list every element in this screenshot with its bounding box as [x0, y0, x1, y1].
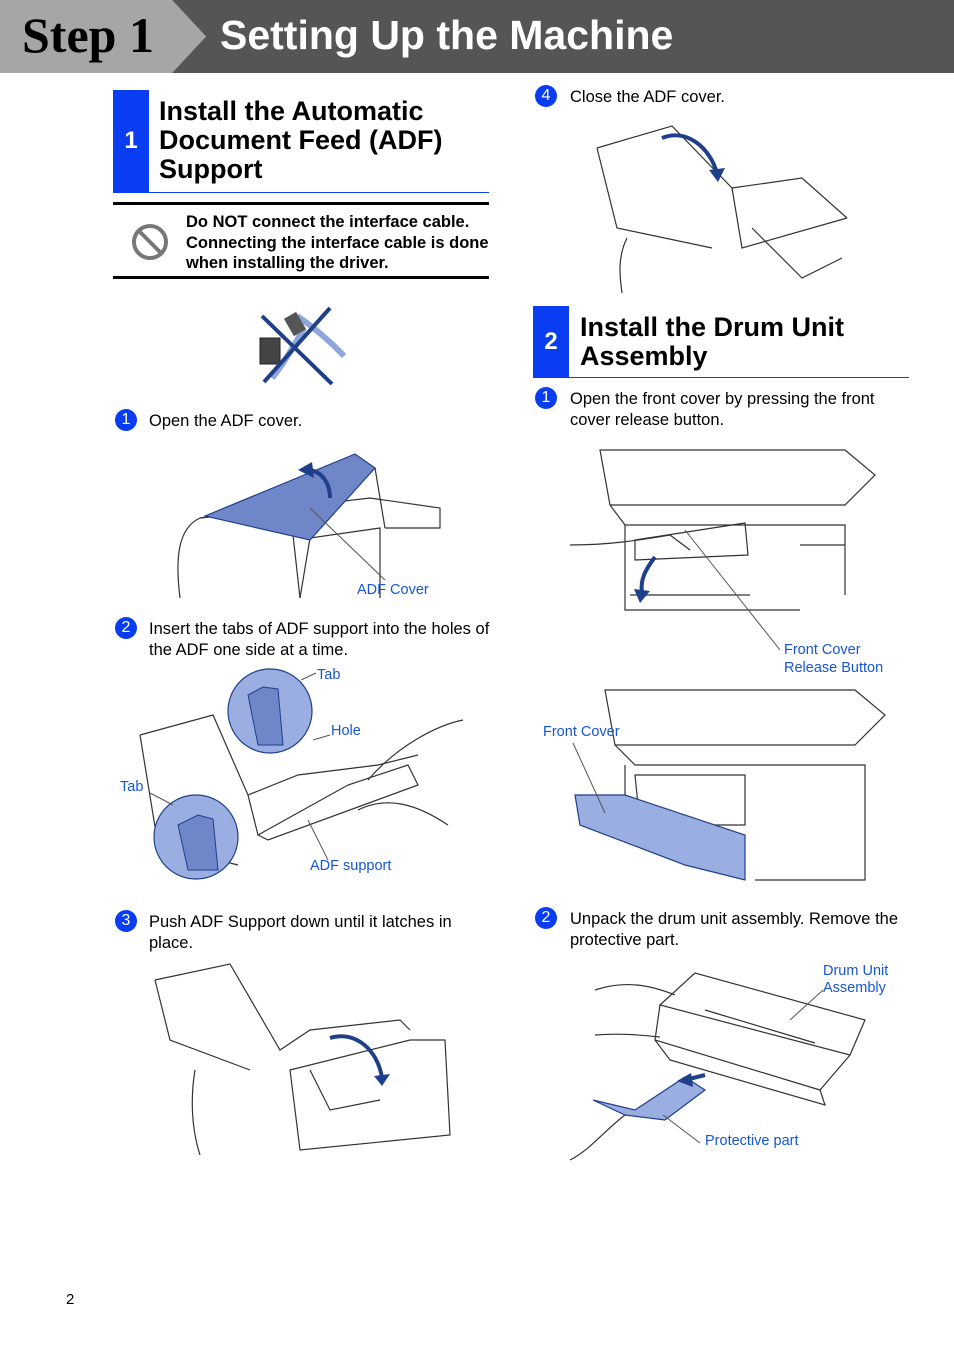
step-bullet-4: 4 — [535, 85, 557, 107]
page-title: Setting Up the Machine — [220, 12, 674, 58]
step-bullet-2: 2 — [115, 617, 137, 639]
callout-adf-support: ADF support — [310, 858, 392, 874]
adf-cover-open-illustration — [177, 453, 441, 599]
callout-hole: Hole — [331, 723, 361, 739]
warning-top-rule — [113, 202, 489, 205]
callout-adf-cover: ADF Cover — [357, 582, 429, 598]
callout-front-cover: Front Cover — [543, 724, 620, 740]
page-number: 2 — [66, 1291, 75, 1308]
section-2-title: Install the Drum Unit Assembly — [580, 312, 845, 371]
callout-tab-left: Tab — [120, 779, 144, 795]
prohibited-icon — [132, 224, 168, 260]
adf-support-insert-illustration — [139, 668, 464, 880]
step-bullet-2-1: 1 — [535, 387, 557, 409]
callout-protective-part: Protective part — [705, 1133, 799, 1149]
step-text-open-adf: Open the ADF cover. — [149, 412, 303, 430]
callout-front-cover-release-1: Front Cover — [784, 642, 861, 658]
section-1-title: Install the Automatic Document Feed (ADF… — [159, 96, 443, 184]
step-label: Step 1 — [22, 7, 154, 63]
step-text-insert-tabs: Insert the tabs of ADF support into the … — [149, 620, 490, 659]
section-2-rule — [533, 377, 909, 378]
step-text-open-front-cover: Open the front cover by pressing the fro… — [570, 390, 875, 429]
section-1-number: 1 — [113, 90, 149, 192]
section-1-rule — [113, 192, 489, 193]
front-cover-release-illustration — [569, 449, 876, 651]
step-bullet-3: 3 — [115, 910, 137, 932]
step-text-unpack-drum: Unpack the drum unit assembly. Remove th… — [570, 910, 899, 949]
header-bar-graphic — [0, 0, 954, 73]
section-2-number: 2 — [533, 306, 569, 377]
callout-tab-top: Tab — [317, 667, 341, 683]
adf-support-latch-illustration — [154, 963, 451, 1156]
step-text-close-adf: Close the ADF cover. — [570, 88, 725, 106]
adf-cover-close-illustration — [596, 125, 848, 294]
front-cover-open-illustration — [572, 689, 886, 881]
callout-front-cover-release-2: Release Button — [784, 660, 884, 676]
drum-unit-unpack-illustration — [569, 972, 866, 1161]
warning-bottom-rule — [113, 276, 489, 279]
page-header: Step 1 Setting Up the Machine — [0, 0, 954, 73]
step-bullet-2-2: 2 — [535, 907, 557, 929]
callout-drum-unit-1: Drum Unit — [823, 963, 889, 979]
warning-text: Do NOT connect the interface cable. Conn… — [186, 213, 489, 272]
step-bullet-1: 1 — [115, 409, 137, 431]
no-cable-illustration — [259, 306, 347, 386]
callout-drum-unit-2: Assembly — [823, 980, 886, 996]
step-text-push-down: Push ADF Support down until it latches i… — [149, 913, 452, 952]
